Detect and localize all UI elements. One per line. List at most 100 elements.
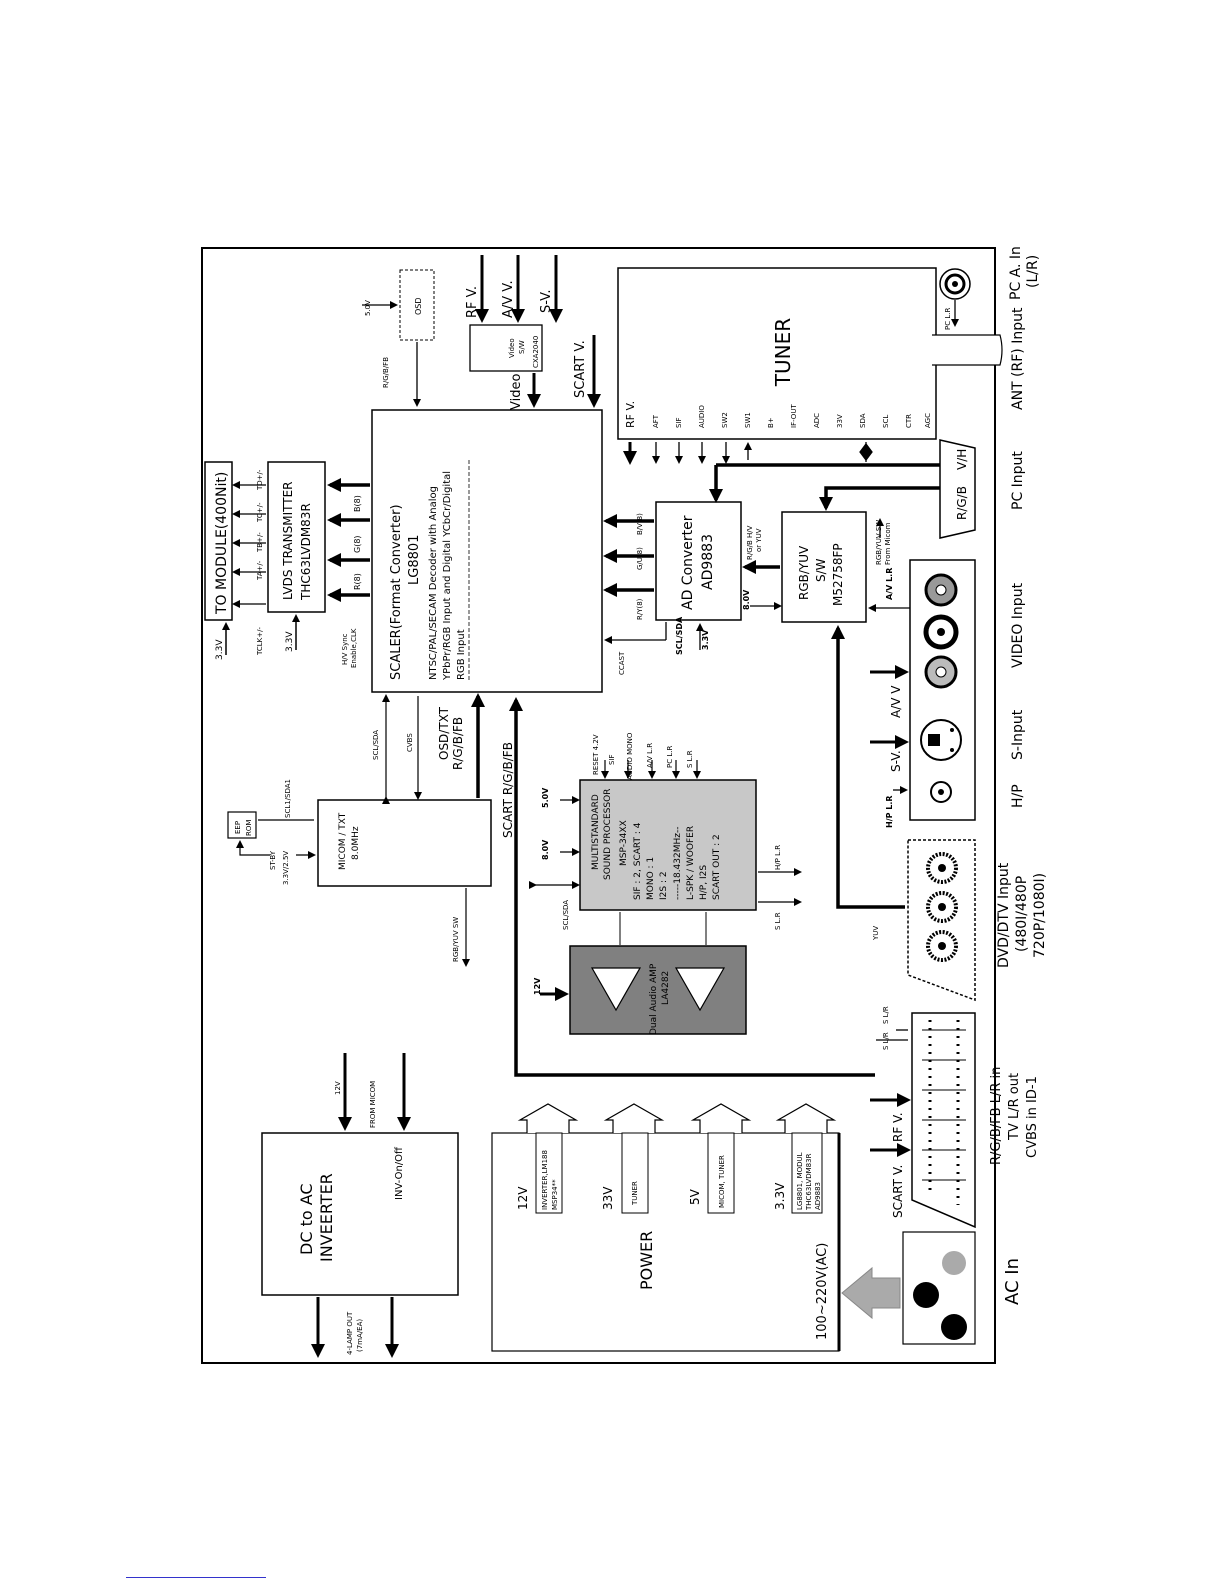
rgbsw-l3: M52758FP bbox=[831, 543, 845, 606]
caption-pc-audio-1: PC A. In bbox=[1008, 246, 1024, 300]
caption-scart-1: R/G/B/FB L/R in bbox=[989, 1067, 1004, 1165]
module-label: TO MODULE(400Nit) bbox=[214, 472, 230, 615]
slr-scart-label-1: S L/R bbox=[882, 1032, 890, 1050]
rail-33v-load1: TUNER bbox=[631, 1181, 639, 1206]
videosw-l2: S/W bbox=[518, 340, 526, 354]
from-micom-inverter-label: FROM MICOM bbox=[369, 1081, 377, 1128]
msp-l5: MONO : 1 bbox=[646, 857, 656, 900]
enable-clk-label: Enable,CLK bbox=[350, 628, 358, 668]
tuner-pin: RF V. bbox=[624, 401, 637, 428]
lvds-name: LVDS TRANSMITTER bbox=[281, 482, 295, 601]
tuner-pin: B+ bbox=[767, 417, 775, 428]
rfv-scart-label: RF V. bbox=[891, 1112, 905, 1142]
scaler-name: SCALER(Format Converter) bbox=[389, 504, 404, 680]
rail-33v: 33V bbox=[601, 1186, 615, 1210]
sif-label: SIF bbox=[608, 754, 616, 765]
osdtxt-rgbfb-label: R/G/B/FB bbox=[451, 717, 465, 770]
amp-l2: LA4282 bbox=[661, 971, 671, 1005]
hvsync-label: H/V Sync bbox=[341, 633, 349, 665]
inverter-l1: DC to AC bbox=[297, 1183, 316, 1255]
tb-label: TB+/- bbox=[256, 532, 264, 553]
caption-pc-audio-2: (L/R) bbox=[1025, 255, 1041, 288]
power-ac: 100~220V(AC) bbox=[815, 1243, 830, 1340]
caption-dvd-3: 720P/1080I) bbox=[1032, 873, 1048, 958]
v80-adc-label: 8.0V bbox=[742, 589, 751, 610]
v50-msp-label: 5.0V bbox=[541, 787, 550, 808]
caption-scart-2: TV L/R out bbox=[1007, 1073, 1022, 1141]
eeprom-l1: EEP bbox=[234, 821, 242, 834]
sclsda-scaler-label: SCL/SDA bbox=[372, 730, 380, 760]
ta-label: TA+/- bbox=[256, 560, 264, 581]
msp-l4: SIF : 2, SCART : 4 bbox=[633, 822, 643, 900]
pc-lr-label: PC L.R bbox=[944, 308, 952, 330]
lamp-current-label: (7mA/EA) bbox=[356, 1319, 364, 1352]
rail-12v: 12V bbox=[516, 1186, 530, 1210]
rgbsw-l1: RGB/YUV bbox=[797, 545, 811, 600]
micom-block: MICOM / TXT 8.0MHz bbox=[317, 799, 492, 887]
video-switch-block: Video S/W CXA2040 bbox=[469, 324, 543, 372]
inverter-l3: INV-On/Off bbox=[394, 1146, 405, 1200]
gu8-label: G/U(8) bbox=[636, 547, 644, 570]
sv-panel-label: S-V. bbox=[889, 750, 903, 772]
adc-chip: AD9883 bbox=[700, 534, 716, 590]
rgbyuvsw-micom-label: RGB/YUV SW bbox=[452, 917, 460, 962]
tuner-pin: CTR bbox=[905, 414, 913, 428]
scaler-desc3: RGB Input bbox=[456, 629, 467, 680]
cvbs-label: CVBS bbox=[406, 733, 414, 752]
rgbfb-osd-label: R/G/B/FB bbox=[382, 357, 390, 388]
caption-dvd-1: DVD/DTV Input bbox=[996, 862, 1012, 968]
ad-converter-block: AD Converter AD9883 bbox=[655, 501, 742, 621]
caption-video-input: VIDEO Input bbox=[1010, 582, 1026, 668]
audio-mono-label: AUDIO MONO bbox=[626, 732, 634, 780]
videosw-l3: CXA2040 bbox=[532, 336, 540, 368]
inverter-block: DC to AC INVEERTER INV-On/Off bbox=[261, 1132, 459, 1296]
scartv-label: SCART V. bbox=[573, 340, 588, 398]
scaler-chip: LG8801 bbox=[407, 535, 422, 585]
sclsda-adc-label: SCL/SDA bbox=[675, 616, 684, 655]
ccast-label: CCAST bbox=[618, 651, 626, 675]
stby-volt-label: 3.3V/2.5V bbox=[282, 851, 290, 885]
lamp-out-label: 4-LAMP OUT bbox=[346, 1311, 354, 1355]
v80-msp-label: 8.0V bbox=[541, 839, 550, 860]
caption-scart-3: CVBS in ID-1 bbox=[1025, 1076, 1040, 1158]
sclsda-msp-label: SCL/SDA bbox=[562, 900, 570, 930]
rgbsw-l2: S/W bbox=[814, 558, 828, 582]
msp-l3: MSP-34XX bbox=[619, 820, 629, 866]
sclsda1-label: SCL1/SDA1 bbox=[284, 779, 292, 818]
v33-module-label: 3.3V bbox=[215, 639, 225, 660]
tuner-pin: ADC bbox=[813, 413, 821, 428]
module-block: TO MODULE(400Nit) bbox=[204, 461, 233, 621]
tuner-pin: SW1 bbox=[744, 412, 752, 428]
tclk-label: TCLK+/- bbox=[256, 627, 264, 656]
rfv-label: RF V. bbox=[465, 286, 480, 318]
rail-12v-load2: MSP34** bbox=[551, 1179, 559, 1210]
inverter-l2: INVEERTER bbox=[317, 1173, 336, 1262]
tuner-label: TUNER bbox=[771, 318, 795, 387]
lvds-chip: THC63LVDM83R bbox=[299, 503, 313, 601]
eeprom-block: EEP ROM bbox=[227, 811, 257, 839]
pclr-msp-label: PC L.R bbox=[666, 746, 674, 768]
tuner-pin: AGC bbox=[924, 413, 932, 428]
msp-l8: L-SPK / WOOFER bbox=[686, 826, 696, 900]
r8-label: R(8) bbox=[353, 573, 362, 590]
avv-panel-label: A/V V bbox=[889, 685, 903, 718]
audio-amp-block: Dual Audio AMP LA4282 bbox=[569, 945, 747, 1035]
v50-osd-label: 5.0V bbox=[364, 300, 372, 316]
ry8-label: R/Y(8) bbox=[636, 598, 644, 620]
scaler-desc2: YPbPr/RGB Input and Digital YCbCr/Digita… bbox=[442, 471, 453, 681]
tuner-pin: SCL bbox=[882, 415, 890, 428]
slr-scart-label-2: S L/R bbox=[882, 1006, 890, 1024]
osd-label: OSD bbox=[414, 297, 423, 315]
micom-l1: MICOM / TXT bbox=[338, 812, 348, 870]
ac-plug bbox=[902, 1231, 976, 1345]
tuner-pin: IF-OUT bbox=[790, 404, 798, 428]
rgbyuvsw-label: RGB/YUV SW bbox=[875, 520, 883, 565]
footer-rule bbox=[126, 1577, 266, 1578]
micom-l2: 8.0MHz bbox=[351, 826, 361, 860]
rail-33v-b-load3: AD9883 bbox=[814, 1182, 822, 1210]
scart-rgbfb-label: SCART R/G/B/FB bbox=[501, 742, 515, 838]
avlr-rgbsw-label: A/V L.R bbox=[885, 568, 894, 600]
b8-label: B(8) bbox=[353, 495, 362, 512]
avlr-msp-label: A/V L.R bbox=[646, 743, 654, 768]
hplr-msp-label: H/P L.R bbox=[774, 845, 782, 870]
